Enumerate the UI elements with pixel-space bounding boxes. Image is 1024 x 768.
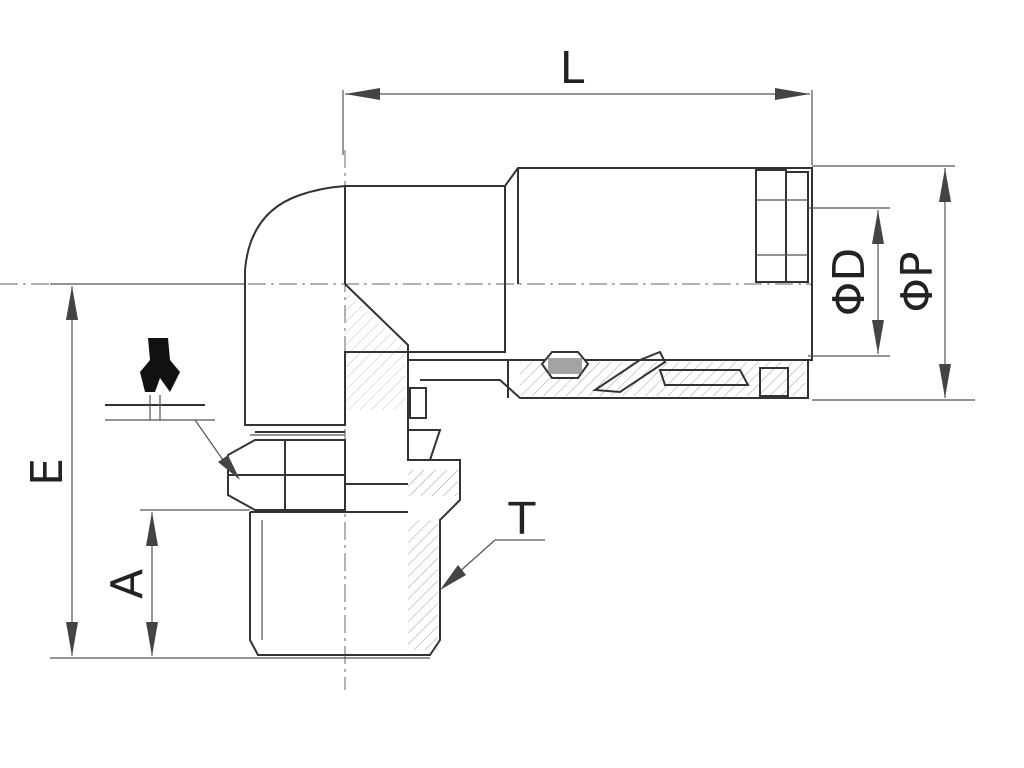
tool-leader-arrow	[218, 455, 240, 480]
dimension-label-E: E	[22, 458, 73, 486]
dimension-A	[140, 509, 250, 656]
dimension-label-D: ΦD	[824, 248, 875, 317]
thread-label-T: T	[508, 494, 536, 545]
elbow-body	[244, 185, 506, 426]
tube-section-view	[408, 350, 809, 399]
dimension-label-A: A	[102, 569, 153, 599]
dimension-P	[812, 165, 975, 401]
body-section-view	[344, 283, 461, 656]
dimension-D	[808, 207, 890, 357]
dimension-label-P: ΦP	[892, 251, 943, 312]
thread-callout-T	[440, 539, 545, 590]
wrench-symbol-icon	[105, 338, 215, 421]
hex-nut	[227, 431, 346, 511]
dimension-label-L: L	[560, 43, 585, 94]
tube-connector	[504, 167, 813, 361]
dimension-L	[342, 88, 813, 165]
threaded-shank	[249, 511, 345, 656]
dimension-E	[50, 283, 430, 659]
